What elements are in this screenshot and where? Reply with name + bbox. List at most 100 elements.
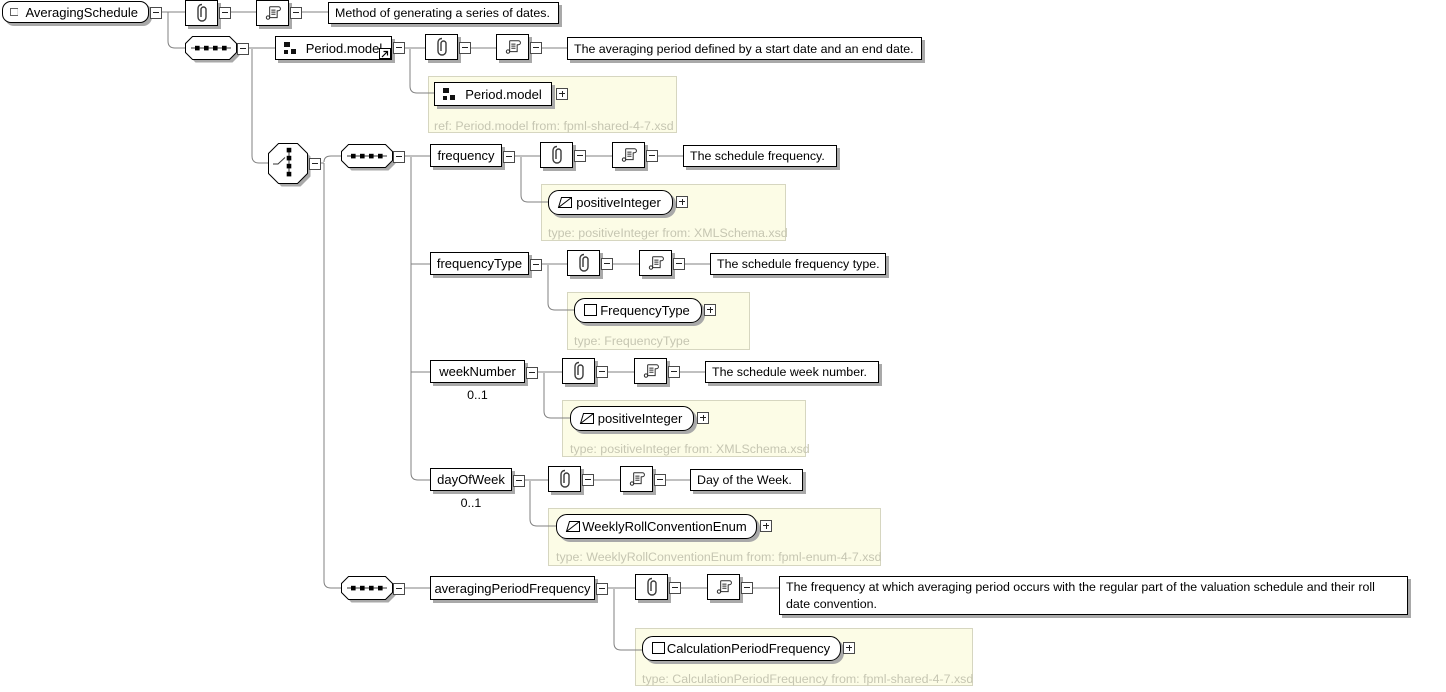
collapse-toggle[interactable] <box>646 150 658 162</box>
element-box-frequencytype[interactable]: frequencyType <box>430 252 529 275</box>
root-element-label: AveragingSchedule <box>25 4 138 20</box>
type-box-label: WeeklyRollConventionEnum <box>582 519 747 534</box>
attributes-button[interactable] <box>185 0 218 26</box>
annotation-text-dayofweek: Day of the Week. <box>690 469 803 491</box>
type-box-weeklyrollconventionenum[interactable]: WeeklyRollConventionEnum <box>556 514 757 539</box>
collapse-toggle[interactable] <box>393 151 405 163</box>
annotation-text-averagingperiodfrequency: The frequency at which averaging period … <box>779 576 1408 615</box>
collapse-toggle[interactable] <box>526 367 538 379</box>
paperclip-attributes-icon <box>646 577 657 596</box>
scroll-annotation-icon <box>265 6 281 20</box>
expand-toggle[interactable] <box>704 304 716 316</box>
occurrence-label: 0..1 <box>467 388 488 402</box>
element-box-period-model[interactable]: Period.model <box>275 36 392 60</box>
attributes-button[interactable] <box>635 574 668 600</box>
attributes-button[interactable] <box>425 34 458 60</box>
paperclip-attributes-icon <box>578 253 589 272</box>
attributes-button[interactable] <box>567 250 600 276</box>
paperclip-attributes-icon <box>573 361 584 380</box>
collapse-toggle[interactable] <box>669 582 681 594</box>
annotation-button[interactable] <box>634 358 667 384</box>
sequence-icon <box>341 144 396 171</box>
scroll-annotation-icon <box>648 256 664 270</box>
collapse-toggle[interactable] <box>290 7 302 19</box>
annotation-button[interactable] <box>707 574 740 600</box>
annotation-text-frequencytype: The schedule frequency type. <box>710 253 886 275</box>
collapse-toggle[interactable] <box>601 258 613 270</box>
sequence-icon <box>185 36 240 63</box>
attributes-button[interactable] <box>562 358 595 384</box>
annotation-text: Day of the Week. <box>697 473 792 487</box>
annotation-text: The frequency at which averaging period … <box>786 580 1375 611</box>
element-box-weeknumber[interactable]: weekNumber <box>430 360 525 383</box>
collapse-toggle[interactable] <box>596 583 608 595</box>
collapse-toggle[interactable] <box>393 583 405 595</box>
collapse-toggle[interactable] <box>654 474 666 486</box>
expand-toggle[interactable] <box>676 196 688 208</box>
occurrence-label: 0..1 <box>460 496 482 510</box>
scroll-annotation-icon <box>505 40 521 54</box>
slashed-simple-type-icon <box>565 521 580 532</box>
slashed-simple-type-icon <box>579 413 594 424</box>
paperclip-attributes-icon <box>551 145 562 164</box>
collapse-toggle[interactable] <box>596 366 608 378</box>
annotation-button[interactable] <box>620 466 653 492</box>
element-label: frequency <box>437 148 495 163</box>
attributes-button[interactable] <box>548 466 581 492</box>
annotation-button[interactable] <box>256 0 289 26</box>
type-note: ref: Period.model from: fpml-shared-4-7.… <box>434 119 674 133</box>
collapse-toggle[interactable] <box>530 42 542 54</box>
type-box-label: CalculationPeriodFrequency <box>666 641 831 656</box>
slashed-simple-type-icon <box>557 197 572 208</box>
expand-toggle[interactable] <box>556 88 568 100</box>
type-box-positiveinteger[interactable]: positiveInteger <box>548 190 673 215</box>
annotation-button[interactable] <box>612 142 645 168</box>
expand-toggle[interactable] <box>843 642 855 654</box>
collapse-toggle[interactable] <box>459 42 471 54</box>
annotation-text: The schedule week number. <box>712 365 867 379</box>
collapse-toggle[interactable] <box>237 43 249 55</box>
element-box-averagingperiodfrequency[interactable]: averagingPeriodFrequency <box>430 576 595 600</box>
collapse-toggle[interactable] <box>503 151 515 163</box>
element-box-frequency[interactable]: frequency <box>430 144 502 167</box>
type-box-period-model-ref[interactable]: Period.model <box>434 82 552 106</box>
type-box-calculationperiodfrequency[interactable]: CalculationPeriodFrequency <box>642 636 841 661</box>
type-box-frequencytype[interactable]: FrequencyType <box>574 298 702 323</box>
collapse-toggle[interactable] <box>513 475 525 487</box>
square-element-icon <box>10 8 19 16</box>
collapse-toggle[interactable] <box>668 366 680 378</box>
paperclip-attributes-icon <box>559 469 570 488</box>
type-note: type: positiveInteger from: XMLSchema.xs… <box>570 442 810 456</box>
element-label: Period.model <box>305 40 383 56</box>
root-element-box[interactable]: AveragingSchedule <box>2 1 149 23</box>
annotation-text-weeknumber: The schedule week number. <box>705 361 879 383</box>
collapse-toggle[interactable] <box>219 7 231 19</box>
attributes-button[interactable] <box>540 142 573 168</box>
element-box-dayofweek[interactable]: dayOfWeek <box>430 468 512 491</box>
type-box-label: FrequencyType <box>600 303 690 318</box>
annotation-button[interactable] <box>639 250 672 276</box>
expand-toggle[interactable] <box>760 520 772 532</box>
paperclip-attributes-icon <box>196 3 207 22</box>
type-box-label: positiveInteger <box>597 411 683 426</box>
annotation-text: Method of generating a series of dates. <box>335 6 550 20</box>
annotation-button[interactable] <box>496 34 529 60</box>
collapse-toggle[interactable] <box>574 150 586 162</box>
type-box-positiveinteger[interactable]: positiveInteger <box>570 406 694 431</box>
collapse-toggle[interactable] <box>582 474 594 486</box>
element-label: averagingPeriodFrequency <box>434 580 591 596</box>
element-label: frequencyType <box>436 256 523 271</box>
collapse-toggle[interactable] <box>530 259 542 271</box>
scroll-annotation-icon <box>716 580 732 594</box>
northeast-arrow-link-icon[interactable] <box>379 48 391 59</box>
collapse-toggle[interactable] <box>673 258 685 270</box>
collapse-toggle[interactable] <box>741 582 753 594</box>
paperclip-attributes-icon <box>436 37 447 56</box>
expand-toggle[interactable] <box>697 412 709 424</box>
collapse-toggle[interactable] <box>150 7 162 19</box>
element-label: dayOfWeek <box>437 472 505 487</box>
collapse-toggle[interactable] <box>393 42 405 54</box>
collapse-toggle[interactable] <box>309 158 321 170</box>
